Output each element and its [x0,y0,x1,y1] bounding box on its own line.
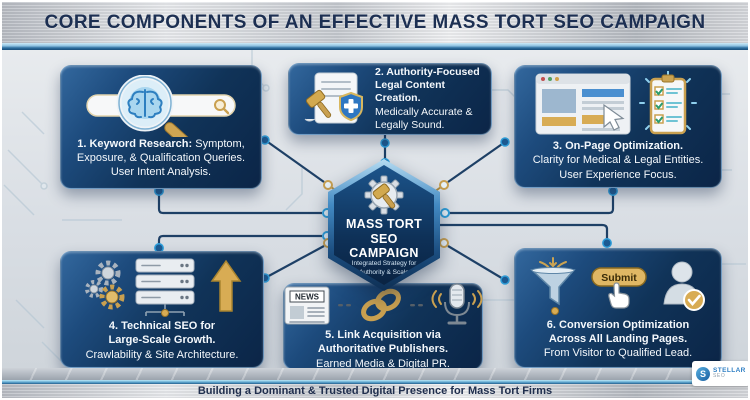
brain-icon [127,88,163,118]
webpage-cursor-checklist-icon [535,71,697,135]
gear-gavel-icon [364,175,404,215]
component-box-legal-content: 2. Authority-Focused Legal Content Creat… [288,63,492,135]
box2-text: 2. Authority-Focused Legal Content Creat… [369,66,485,132]
box5-icons: NEWS [283,282,483,328]
text-line: 6. Conversion Optimization [546,318,690,331]
header-bar: CORE COMPONENTS OF AN EFFECTIVE MASS TOR… [2,2,748,43]
text-line: 3. On-Page Optimization. [552,140,684,153]
brain-magnifier-searchbar-icon [86,74,236,137]
component-box-keyword-research: 1. Keyword Research: Symptom, Exposure, … [60,65,262,189]
footer-bar: Building a Dominant & Trusted Digital Pr… [2,384,748,398]
logo-monogram-icon: S [696,366,710,381]
glow-ticks [639,71,697,131]
text-line: User Experience Focus. [559,168,677,181]
text-line: Clarity for Medical & Legal Entities. [532,154,704,167]
text-line: 4. Technical SEO for [108,320,216,333]
news-masthead-label: NEWS [295,293,320,302]
text-line: Earned Media & Digital PR. [316,357,450,370]
center-hexagon-badge: MASS TORT SEO CAMPAIGN Integrated Strate… [328,159,440,291]
hand-cursor-icon [608,281,630,309]
component-box-conversion-optimization: Submit 6. Conversion Optimization Across… [514,248,722,368]
component-box-technical-seo: 4. Technical SEO for Large-Scale Growth.… [60,251,264,368]
box5-text: 5. Link Acquisition via Authoritative Pu… [316,328,450,371]
funnel-submit-qualified-lead-icon: Submit [530,256,705,315]
text-line: Exposure, & Qualification Queries. [76,151,246,164]
gear-icons [85,260,125,310]
logo-text: STELLAR SEO [713,367,746,380]
brand-logo: S STELLAR SEO [692,361,750,386]
dash-connector [338,304,351,307]
checklist-rows [654,86,682,124]
component-box-onpage-optimization: 3. On-Page Optimization. Clarity for Med… [514,65,722,188]
text-line: User Intent Analysis. [110,166,212,179]
text-line: Crawlability & Site Architecture. [85,348,239,361]
box6-text: 6. Conversion Optimization Across All La… [544,318,692,361]
footer-tagline: Building a Dominant & Trusted Digital Pr… [197,385,553,397]
diagram-canvas: 1. Keyword Research: Symptom, Exposure, … [2,50,748,370]
qualified-lead-icon [663,261,705,311]
funnel-arrows [539,256,567,269]
text-line: 1. Keyword Research: Symptom, [77,137,245,150]
submit-button-cursor: Submit [591,266,647,309]
text-line: Medically Accurate & [375,105,473,118]
text-line: From Visitor to Qualified Lead. [543,347,693,360]
box4-text: 4. Technical SEO for Large-Scale Growth.… [86,319,239,362]
newspaper-icon: NEWS [284,286,330,325]
text-line: 5. Link Acquisition via [325,329,441,342]
document-gavel-medical-shield-icon [304,72,363,124]
box3-text: 3. On-Page Optimization. Clarity for Med… [533,139,704,182]
document-lines [321,81,351,97]
gavel-icon [305,89,332,118]
header-accent-strip [2,43,748,50]
box1-text: 1. Keyword Research: Symptom, Exposure, … [77,137,245,180]
component-box-link-acquisition: NEWS [283,283,483,370]
page-title: CORE COMPONENTS OF AN EFFECTIVE MASS TOR… [44,11,706,33]
funnel-icon [530,268,576,305]
text-line: Legally Sound. [375,118,445,131]
hexagon-subtitle: Integrated Strategy for Authority & Scal… [351,260,417,276]
footer-accent-strip [2,380,748,384]
magnifier-handle [164,121,192,137]
text-line: Across All Landing Pages. [548,332,688,345]
text-line: 2. Authority-Focused [375,66,480,79]
growth-arrow-icon [210,259,242,312]
text-line: Authoritative Publishers. [317,343,449,356]
gears-server-growth-arrow-icon [85,258,242,318]
server-stack-icon [135,258,195,318]
text-line: Legal Content Creation. [375,79,445,105]
cursor-arrow-icon [603,103,625,131]
hexagon-title: MASS TORT SEO CAMPAIGN [345,217,423,261]
pre-footer-strip [2,368,748,380]
dash-connector [410,304,423,307]
connector-lines [157,134,615,284]
submit-button-label: Submit [601,272,637,284]
chain-link-icon [361,288,401,322]
text-line: Large-Scale Growth. [108,334,216,347]
microphone-icon [431,283,483,325]
